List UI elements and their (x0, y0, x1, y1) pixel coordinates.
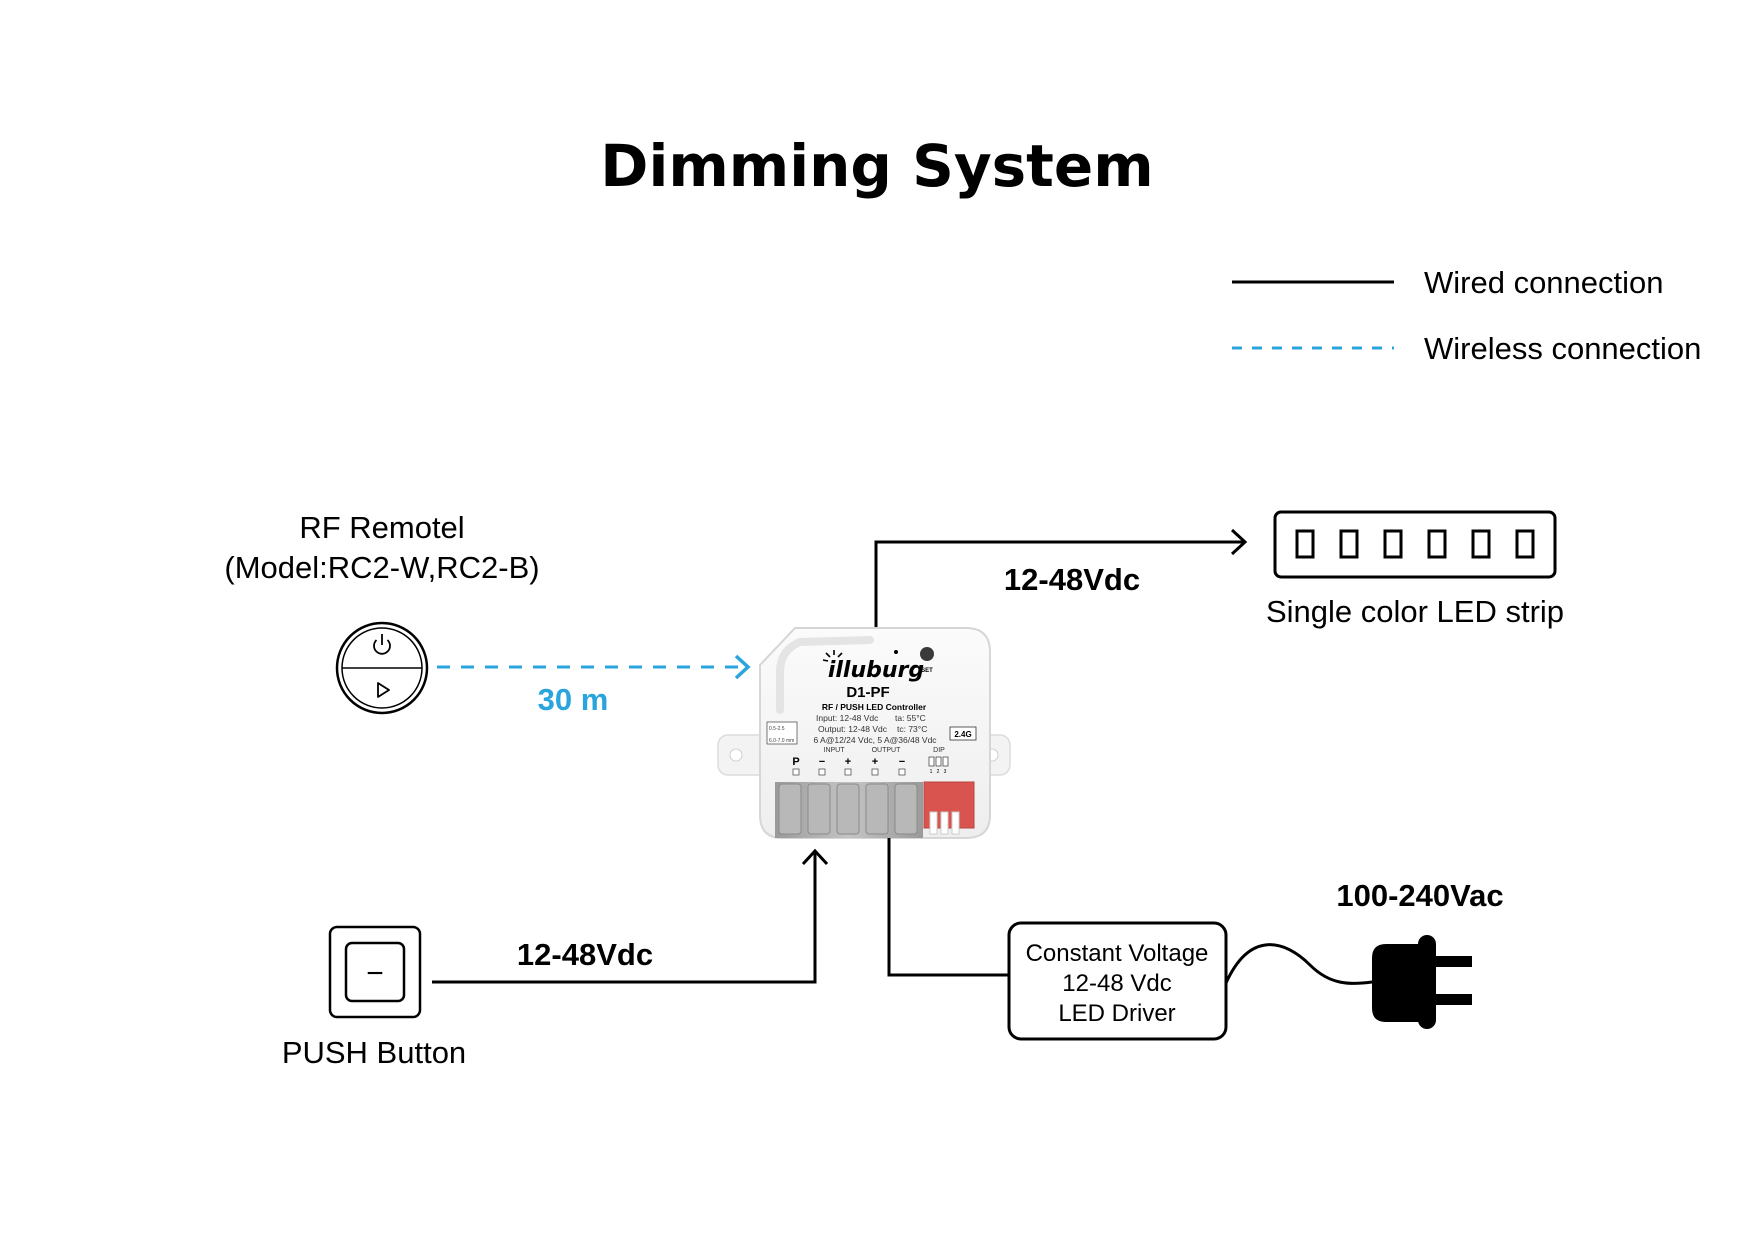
input-group-label: INPUT (824, 747, 846, 754)
terminal-label: + (845, 756, 851, 768)
output-wire-arrowhead (1230, 528, 1248, 556)
play-icon (377, 682, 390, 698)
led-strip-label: Single color LED strip (1266, 594, 1564, 629)
legend-wired-label: Wired connection (1424, 265, 1664, 300)
rf-badge (949, 726, 977, 741)
legend: Wired connection Wireless connection (1232, 265, 1701, 366)
rf-remote: RF Remotel (Model:RC2-W,RC2-B) (224, 510, 540, 715)
terminal-port (898, 768, 906, 776)
terminal-port (844, 768, 852, 776)
push-button-label: PUSH Button (282, 1035, 466, 1070)
diagram-title: Dimming System (600, 132, 1153, 200)
brand-logo: illuburg (822, 650, 924, 683)
model-name: D1-PF (846, 684, 889, 701)
led-driver: Constant Voltage 12-48 Vdc LED Driver (1007, 921, 1228, 1041)
output-group-label: OUTPUT (872, 747, 902, 754)
mains-cable (1224, 943, 1373, 985)
output-wire: 12-48Vdc (874, 528, 1248, 628)
push-button-symbol: − (366, 957, 384, 990)
wireless-link: 30 m (437, 654, 751, 717)
current-spec: 6 A@12/24 Vdc, 5 A@36/48 Vdc (813, 735, 937, 745)
terminal-lever (807, 783, 831, 835)
led-strip-body (1273, 510, 1557, 579)
mains: 100-240Vac (1224, 878, 1504, 1029)
input-wire-line (432, 851, 817, 984)
terminal-label: − (899, 756, 905, 768)
output-spec: Output: 12-48 Vdc (818, 724, 888, 734)
led-cell (1339, 529, 1359, 559)
sunburst-icon (822, 650, 843, 662)
input-wire-arrowhead (801, 848, 829, 866)
led-cell (1427, 529, 1447, 559)
mains-voltage-label: 100-240Vac (1336, 878, 1503, 913)
push-button-rocker (344, 941, 406, 1003)
terminal-lever (778, 783, 802, 835)
wire-spec-box (766, 721, 798, 745)
wire-spec-top: 0.5-2.5 (769, 726, 785, 732)
terminal-lever (894, 783, 918, 835)
output-wire-line (874, 540, 1244, 628)
terminal-port (792, 768, 800, 776)
driver-wire (887, 838, 1010, 977)
tc-spec: tc: 73°C (897, 724, 927, 734)
wireless-range-label: 30 m (538, 682, 609, 717)
rf-remote-model: (Model:RC2-W,RC2-B) (224, 550, 539, 585)
rf-remote-label: RF Remotel (299, 510, 464, 545)
input-wire: 12-48Vdc (432, 848, 829, 984)
driver-line3: LED Driver (1058, 1000, 1175, 1027)
dip-group-label: DIP (933, 747, 945, 754)
output-voltage-label: 12-48Vdc (1004, 562, 1140, 597)
legend-wireless-label: Wireless connection (1424, 331, 1701, 366)
dip-number: 3 (944, 769, 947, 775)
dip-switch-mini (928, 756, 949, 767)
rf-badge-label: 2.4G (954, 730, 971, 739)
input-spec: Input: 12-48 Vdc (816, 713, 879, 723)
ta-spec: ta: 55°C (895, 713, 926, 723)
driver-line2: 12-48 Vdc (1062, 970, 1171, 997)
dip-number: 1 (930, 769, 933, 775)
terminal-label: + (872, 756, 878, 768)
terminal-port (818, 768, 826, 776)
controller-device: illuburg SET D1-PF RF / PUSH LED Control… (717, 627, 1011, 839)
terminal-lever (865, 783, 889, 835)
led-cell (1515, 529, 1535, 559)
dip-number: 2 (937, 769, 940, 775)
push-button: − PUSH Button (282, 925, 466, 1070)
power-icon (373, 634, 391, 655)
led-strip: Single color LED strip (1266, 510, 1564, 629)
controller-type: RF / PUSH LED Controller (822, 702, 927, 712)
terminal-label: P (792, 756, 799, 768)
brand-name: illuburg (828, 658, 924, 683)
led-cell (1383, 529, 1403, 559)
set-label: SET (921, 668, 933, 674)
terminal-lever (836, 783, 860, 835)
driver-line1: Constant Voltage (1026, 940, 1209, 967)
power-plug-icon (1372, 935, 1472, 1029)
terminal-label: − (819, 756, 825, 768)
push-voltage-label: 12-48Vdc (517, 937, 653, 972)
terminal-port (871, 768, 879, 776)
set-button (920, 647, 934, 661)
led-cell (1295, 529, 1315, 559)
wire-spec-bottom: 6.0-7.0 mm (769, 738, 794, 744)
led-cell (1471, 529, 1491, 559)
wireless-arrowhead (734, 654, 751, 680)
